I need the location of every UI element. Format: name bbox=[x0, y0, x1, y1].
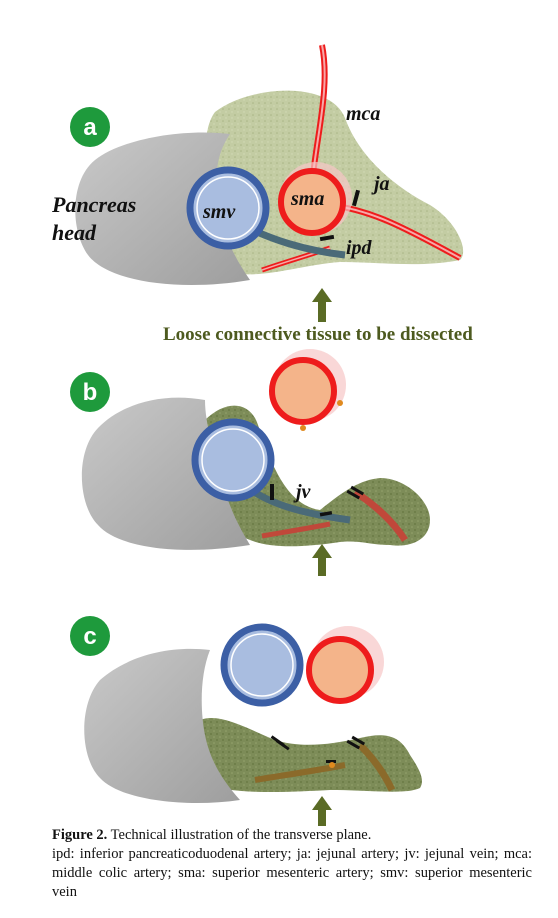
smv-circle-b bbox=[191, 418, 275, 502]
ligature-jv bbox=[270, 484, 274, 500]
panel-badge-a bbox=[70, 107, 110, 147]
ligature-ja bbox=[351, 189, 361, 207]
sma-circle-a bbox=[278, 162, 352, 236]
smv-circle-a bbox=[186, 166, 270, 250]
panel-c: c bbox=[70, 616, 422, 826]
panel-b: b jv bbox=[70, 349, 430, 576]
ligature-ipd bbox=[319, 234, 335, 242]
tissue-note: Loose connective tissue to be dissected bbox=[163, 324, 473, 345]
panel-a: a Pancreas head smv sma mca ja ipd Loose… bbox=[51, 44, 473, 345]
arrow-up-icon-b bbox=[312, 544, 332, 576]
panel-label-a: a bbox=[83, 114, 97, 141]
caption-title-line: Figure 2. Technical illustration of the … bbox=[52, 826, 532, 845]
mca-label: mca bbox=[346, 103, 380, 125]
sma-label: sma bbox=[290, 188, 324, 210]
smv-circle-c bbox=[220, 623, 304, 707]
ipd-label: ipd bbox=[346, 237, 373, 259]
pancreas-head-a bbox=[75, 132, 250, 286]
panel-badge-b bbox=[70, 372, 110, 412]
smv-label: smv bbox=[202, 201, 236, 223]
caption-legend: ipd: inferior pancreaticoduodenal artery… bbox=[52, 846, 532, 900]
sma-circle-c bbox=[306, 626, 384, 704]
jv-label: jv bbox=[293, 481, 312, 503]
panel-label-c: c bbox=[83, 623, 96, 650]
pancreas-label-line1: Pancreas bbox=[51, 192, 136, 217]
arrow-up-icon-c bbox=[312, 796, 332, 826]
caption-title: Figure 2. bbox=[52, 827, 108, 843]
caption-title-rest: Technical illustration of the transverse… bbox=[107, 827, 372, 843]
panel-badge-c bbox=[70, 616, 110, 656]
arrow-up-icon-a bbox=[312, 288, 332, 322]
pancreas-head-c bbox=[84, 648, 240, 804]
connective-tissue-c bbox=[193, 718, 422, 793]
pancreas-label-line2: head bbox=[52, 220, 97, 245]
figure-caption: Figure 2. Technical illustration of the … bbox=[52, 826, 532, 902]
panel-label-b: b bbox=[83, 379, 98, 406]
ja-label: ja bbox=[371, 173, 390, 195]
sma-circle-b bbox=[269, 349, 346, 431]
